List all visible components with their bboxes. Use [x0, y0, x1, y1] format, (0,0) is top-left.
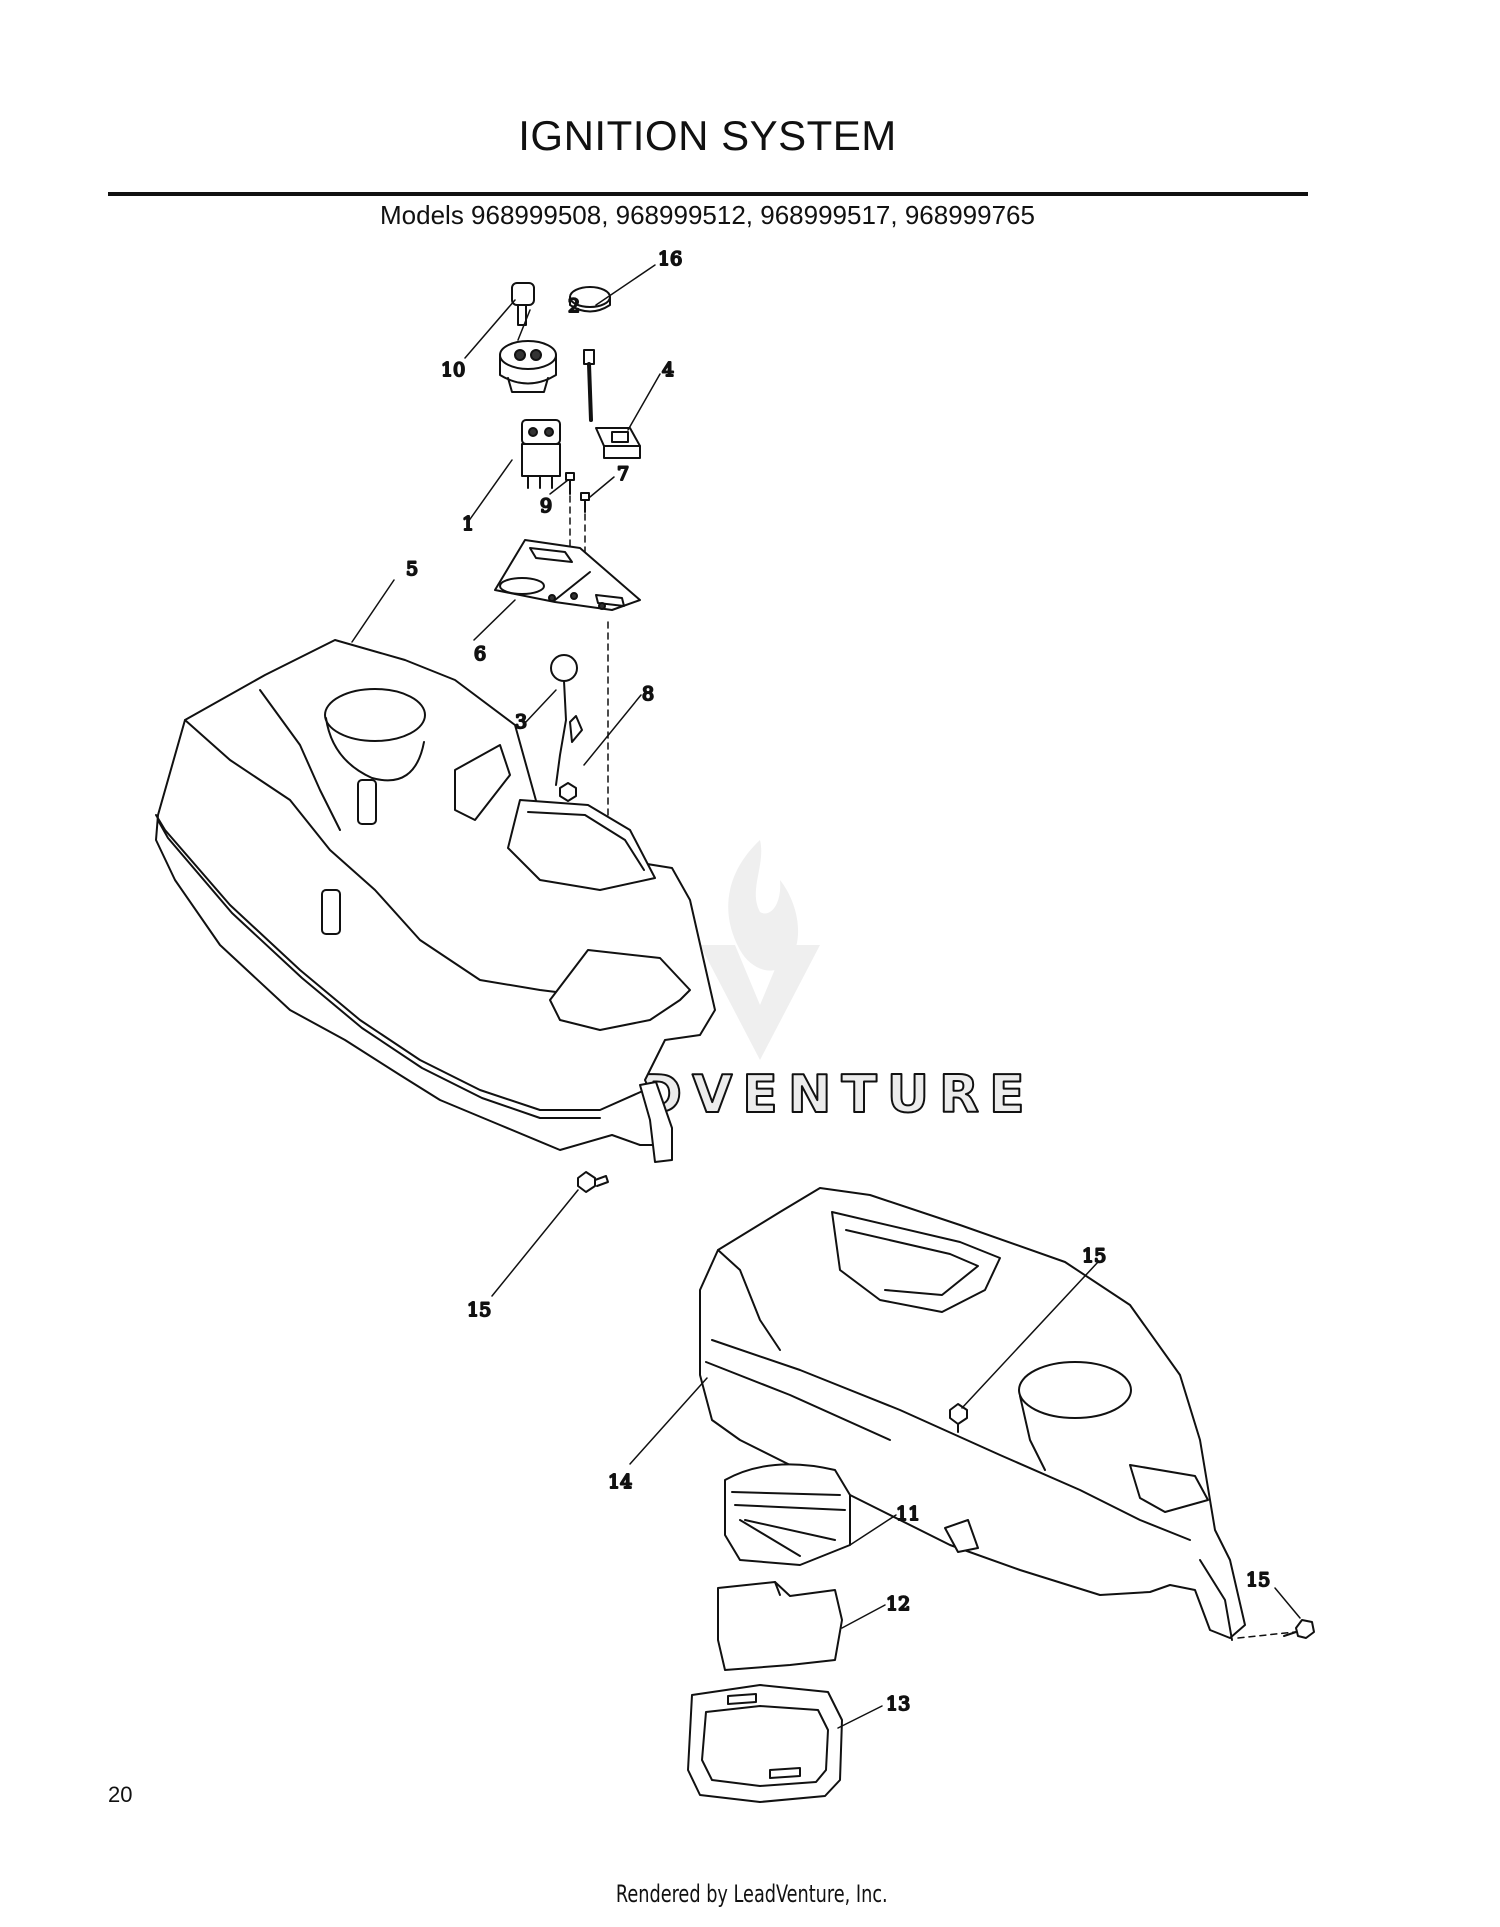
callout-2: 2 [568, 295, 580, 317]
title-rule [108, 192, 1308, 196]
rear-console-icon [699, 1187, 1246, 1641]
switch-housing-icon [595, 427, 641, 459]
mat-gasket-icon [687, 1684, 843, 1803]
watermark-flame-icon [728, 840, 799, 971]
throttle-lever-icon [550, 654, 583, 786]
footer-credit: Rendered by LeadVenture, Inc. [615, 1880, 888, 1908]
callout-9: 9 [540, 495, 552, 517]
pto-switch-icon [521, 419, 561, 489]
callout-15-left: 15 [467, 1299, 491, 1321]
callout-4: 4 [662, 359, 674, 381]
nut-8-icon [559, 782, 577, 802]
watermark-chevron-icon [700, 945, 820, 1060]
callout-6: 6 [474, 643, 486, 665]
key-icon [511, 282, 535, 326]
screw-9-icon [565, 472, 575, 495]
bolt-15c-icon [1283, 1619, 1315, 1639]
callout-1: 1 [462, 513, 474, 535]
callout-12: 12 [886, 1593, 910, 1615]
page-number: 20 [108, 1782, 133, 1807]
callout-5: 5 [406, 558, 418, 580]
callout-15-middle: 15 [1082, 1245, 1106, 1267]
screw-7-icon [580, 492, 590, 513]
page-title: IGNITION SYSTEM [518, 112, 897, 159]
callout-10: 10 [441, 359, 465, 381]
callout-3: 3 [515, 711, 527, 733]
models-subtitle: Models 968999508, 968999512, 968999517, … [380, 200, 1035, 230]
bolt-15b-icon [949, 1403, 968, 1433]
callout-leaders [351, 264, 1301, 1729]
ignition-switch-icon [499, 340, 557, 393]
callout-14: 14 [608, 1471, 632, 1493]
cup-holder-insert-icon [717, 1581, 843, 1671]
callout-13: 13 [886, 1693, 910, 1715]
callout-15-right: 15 [1246, 1569, 1270, 1591]
callout-8: 8 [642, 683, 654, 705]
callout-7: 7 [617, 463, 629, 485]
bolt-15a-icon [577, 1171, 609, 1193]
cup-holder-icon [724, 1463, 851, 1566]
callout-16: 16 [658, 248, 682, 270]
fender-console-icon [155, 639, 716, 1163]
switch-plate-icon [494, 539, 641, 611]
callout-11: 11 [896, 1503, 920, 1525]
